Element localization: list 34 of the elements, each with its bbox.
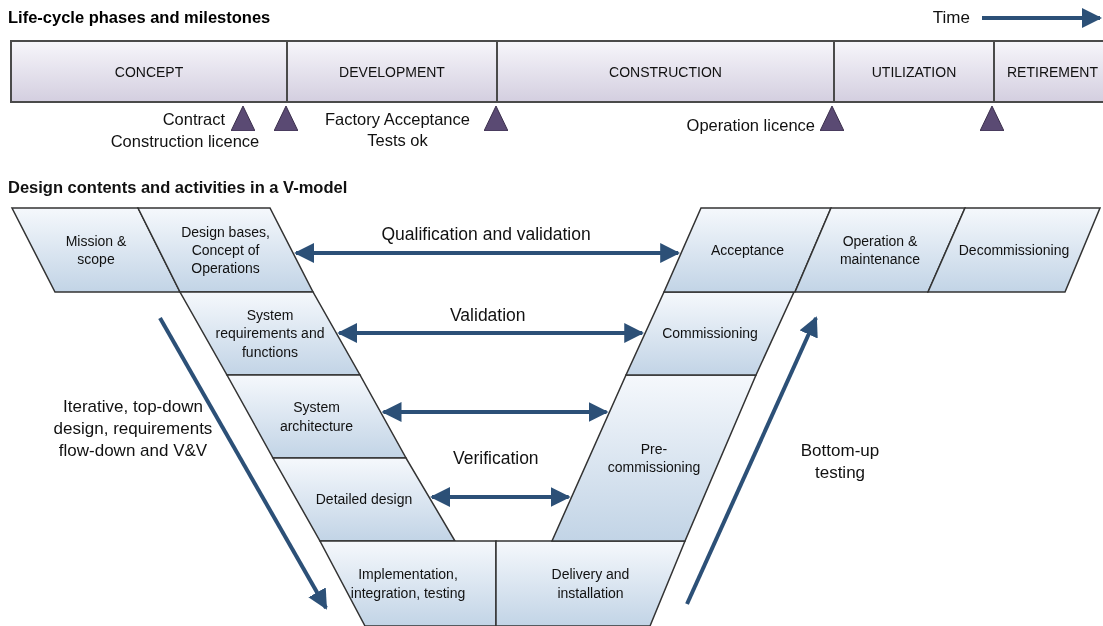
milestone-triangle — [980, 106, 1004, 131]
phase-box: DEVELOPMENT — [286, 40, 498, 103]
phase-box: CONSTRUCTION — [496, 40, 835, 103]
activity-parallelogram: Acceptance — [664, 208, 831, 292]
milestone-triangle — [484, 106, 508, 131]
milestone-label: Contract — [161, 109, 225, 130]
heading: Design contents and activities in a V-model — [8, 177, 349, 198]
milestone-triangle — [231, 106, 255, 131]
milestone-label: Construction licence — [109, 131, 261, 152]
milestone-label: Factory Acceptance Tests ok — [324, 109, 471, 151]
double-arrow — [294, 243, 681, 263]
phase-box: RETIREMENT — [993, 40, 1103, 103]
activity-parallelogram: System requirements and functions — [180, 292, 360, 375]
milestone-triangle — [820, 106, 844, 131]
activity-parallelogram: System architecture — [227, 375, 406, 458]
edge-label: Qualification and validation — [379, 224, 593, 245]
annotation-text: Iterative, top-down design, requirements flow-down and V&V — [53, 396, 213, 462]
double-arrow — [430, 487, 571, 507]
activity-parallelogram: Mission & scope — [12, 208, 180, 292]
double-arrow — [381, 402, 609, 422]
activity-parallelogram: Design bases, Concept of Operations — [138, 208, 313, 292]
milestone-label: Operation licence — [685, 115, 815, 136]
annotation-text: Bottom-up testing — [799, 440, 881, 484]
activity-parallelogram: Detailed design — [273, 458, 455, 541]
time-label: Time — [931, 7, 970, 29]
activity-parallelogram: Delivery and installation — [496, 541, 685, 626]
activity-parallelogram: Decommissioning — [928, 208, 1100, 292]
activity-parallelogram: Commissioning — [626, 292, 794, 375]
heading: Life-cycle phases and milestones — [8, 8, 271, 27]
activity-parallelogram: Implementation, integration, testing — [320, 541, 496, 626]
milestone-triangle — [274, 106, 298, 131]
double-arrow — [337, 323, 645, 343]
phase-box: UTILIZATION — [833, 40, 995, 103]
phase-box: CONCEPT — [10, 40, 288, 103]
